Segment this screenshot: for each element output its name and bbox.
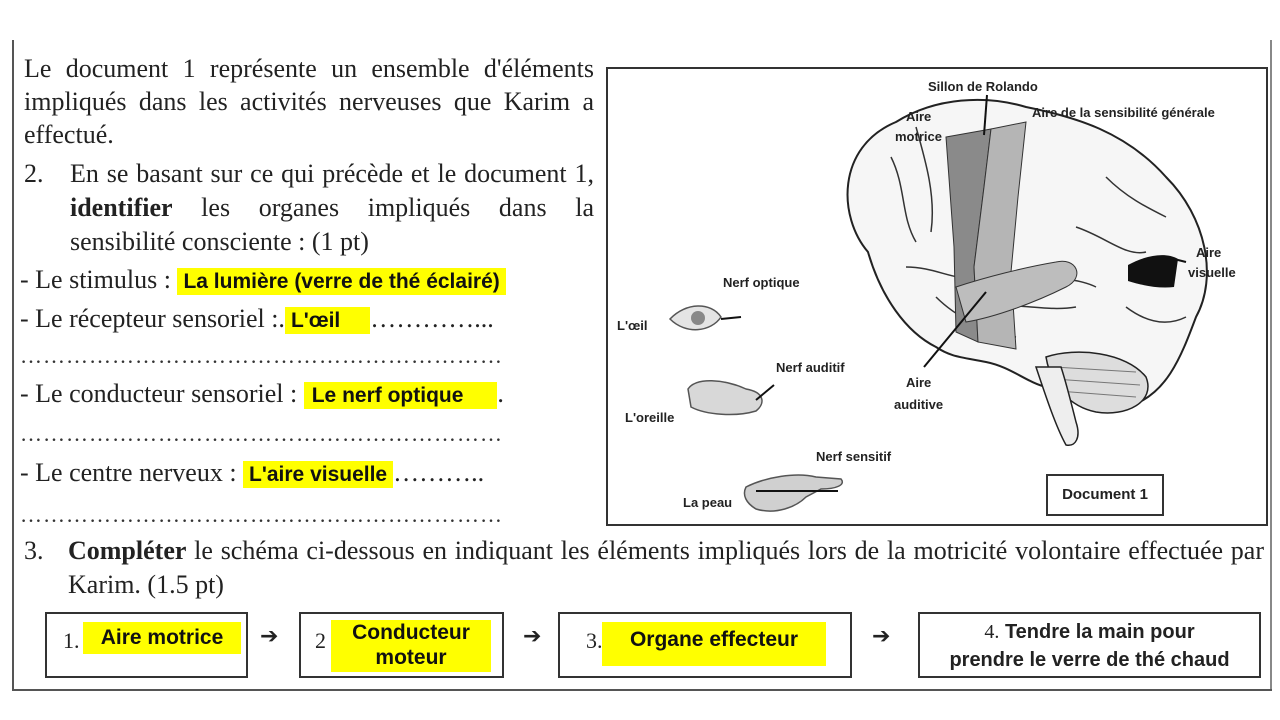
centre-label: - Le centre nerveux : — [20, 458, 237, 487]
recepteur-line: - Le récepteur sensoriel :.L'œil…………... — [20, 304, 494, 336]
schema-box-1-number: 1. — [63, 628, 80, 653]
schema-box-4-line-1: 4. Tendre la main pour — [920, 618, 1259, 646]
dotted-line: ……………………………………………………… — [20, 343, 503, 368]
recepteur-answer[interactable]: L'œil — [284, 307, 371, 334]
recepteur-label: - Le récepteur sensoriel :. — [20, 304, 285, 333]
schema-box-3-number: 3. — [586, 628, 603, 653]
schema-box-2: 2 Conducteur moteur — [299, 612, 504, 678]
question-2-text-end: les organes impliqués dans la sensibilit… — [70, 193, 594, 256]
optic-nerve-line — [720, 316, 742, 320]
schema-box-4-text-2: prendre le verre de thé chaud — [949, 649, 1230, 671]
schema-box-2-answer[interactable]: Conducteur moteur — [331, 620, 491, 672]
schema-box-4-text-1: Tendre la main pour — [1004, 621, 1195, 643]
visual-area — [1128, 255, 1178, 288]
label-aire-auditive-1: Aire — [906, 375, 932, 390]
label-aire-sensibilite: Aire de la sensibilité générale — [1032, 105, 1215, 120]
question-3-keyword: Compléter — [68, 536, 187, 565]
question-3-text-body: le schéma ci-dessous en indiquant les él… — [68, 536, 1264, 599]
auditory-pointer — [923, 291, 987, 368]
document-1-label: Document 1 — [1046, 474, 1164, 516]
conducteur-dot: . — [497, 379, 504, 408]
dotted-line: ……………………………………………………… — [20, 502, 503, 527]
label-nerf-auditif: Nerf auditif — [776, 360, 845, 375]
question-2-text-start: En se basant sur ce qui précède et le do… — [70, 159, 594, 188]
schema-box-3-answer[interactable]: Organe effecteur — [602, 622, 826, 666]
conducteur-line: - Le conducteur sensoriel : Le nerf opti… — [20, 379, 504, 411]
question-3-number: 3. — [24, 536, 44, 565]
centre-line: - Le centre nerveux : L'aire visuelle………… — [20, 458, 484, 490]
label-aire-auditive-2: auditive — [894, 397, 944, 412]
stimulus-line: - Le stimulus : La lumière (verre de thé… — [20, 265, 506, 297]
arrow-right-icon: ➔ — [872, 624, 891, 649]
arrow-right-icon: ➔ — [523, 624, 542, 649]
arrow-right-icon: ➔ — [260, 624, 279, 649]
label-peau: La peau — [683, 495, 733, 510]
schema-box-1-answer[interactable]: Aire motrice — [83, 622, 241, 654]
label-nerf-optique: Nerf optique — [723, 275, 800, 290]
label-sillon: Sillon de Rolando — [928, 79, 1038, 94]
ear-shape — [687, 380, 763, 416]
question-2-number: 2. — [24, 159, 44, 188]
label-aire-visuelle-1: Aire — [1196, 245, 1222, 260]
question-2-text: En se basant sur ce qui précède et le do… — [70, 157, 594, 259]
schema-box-2-answer-line-2: moteur — [375, 646, 447, 669]
auditory-area — [955, 260, 1078, 323]
visual-pointer — [1165, 256, 1187, 263]
stimulus-answer[interactable]: La lumière (verre de thé éclairé) — [177, 268, 506, 295]
schema-box-1: 1. Aire motrice — [45, 612, 248, 678]
page-border-left — [12, 40, 14, 690]
eye-pupil — [691, 311, 705, 325]
label-oeil: L'œil — [617, 318, 648, 333]
centre-dots: ……….. — [393, 458, 485, 487]
page-border-right — [1270, 40, 1272, 690]
label-aire-visuelle-2: visuelle — [1188, 265, 1236, 280]
schema-box-2-number: 2 — [315, 628, 326, 653]
stimulus-label: - Le stimulus : — [20, 265, 171, 294]
schema-box-4-number: 4. — [984, 621, 1000, 643]
question-2-keyword: identifier — [70, 193, 173, 222]
label-nerf-sensitif: Nerf sensitif — [816, 449, 892, 464]
label-oreille: L'oreille — [625, 410, 675, 425]
schema-box-4: 4. Tendre la main pour prendre le verre … — [918, 612, 1261, 678]
question-3-text: Compléter le schéma ci-dessous en indiqu… — [68, 534, 1264, 602]
label-aire-motrice-2: motrice — [895, 129, 942, 144]
schema-box-3: 3. Organe effecteur — [558, 612, 852, 678]
label-aire-motrice-1: Aire — [906, 109, 932, 124]
hand-shape — [743, 474, 843, 512]
recepteur-dots: …………... — [370, 304, 494, 333]
brain-outline — [846, 98, 1208, 411]
conducteur-label: - Le conducteur sensoriel : — [20, 379, 298, 408]
schema-box-2-answer-line-1: Conducteur — [352, 621, 470, 644]
sillon-pointer — [983, 94, 988, 136]
intro-paragraph: Le document 1 représente un ensemble d'é… — [24, 54, 594, 149]
conducteur-answer[interactable]: Le nerf optique — [303, 382, 498, 409]
brainstem — [1034, 366, 1079, 446]
brain-diagram — [668, 94, 1208, 512]
cerebellum-folds — [1053, 366, 1141, 398]
document-1-frame — [606, 67, 1268, 526]
centre-answer[interactable]: L'aire visuelle — [243, 461, 394, 488]
dotted-line: ……………………………………………………… — [20, 421, 503, 446]
page-border-bottom — [12, 689, 1272, 691]
auditory-nerve-line — [755, 384, 775, 401]
